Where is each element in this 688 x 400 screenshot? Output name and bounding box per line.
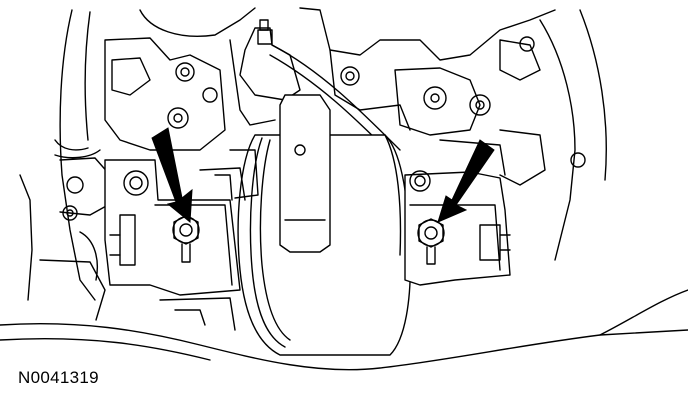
mount-housing: [238, 95, 410, 355]
right-arrow: [438, 140, 494, 222]
center-tab-hole: [295, 145, 305, 155]
callout-arrows: [152, 128, 494, 222]
center-tab: [280, 95, 330, 252]
engine-block-left: [20, 8, 275, 320]
left-arrow: [152, 128, 192, 222]
right-mount-plate: [405, 171, 510, 285]
right-mount-bolt: [418, 219, 444, 264]
figure-id-label: N0041319: [18, 368, 99, 387]
engine-block-right: [300, 8, 606, 260]
lower-frame: [0, 290, 688, 370]
